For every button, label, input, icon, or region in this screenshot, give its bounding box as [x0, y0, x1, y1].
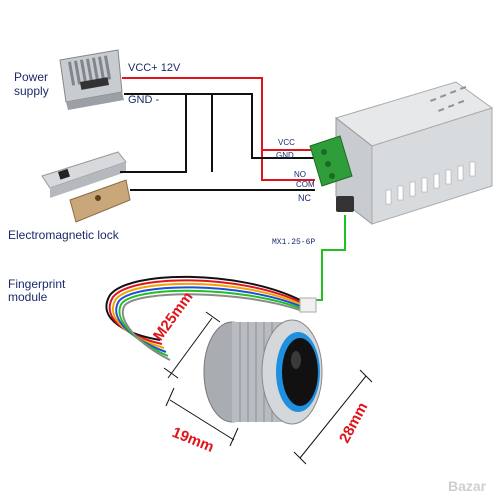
watermark: Bazar: [448, 478, 487, 494]
controller-module-image: [309, 81, 494, 226]
dimension-lines: [163, 311, 373, 465]
fingerprint-module-label: Fingerprint module: [8, 277, 66, 304]
terminal-com-label: COM: [296, 180, 315, 189]
connector-plug: [299, 297, 317, 313]
gnd-wire-label: GND -: [128, 94, 160, 106]
electromagnetic-lock-image: [41, 151, 131, 223]
fingerprint-cable: [105, 275, 301, 361]
vcc-wire: [122, 77, 315, 181]
terminal-nc-label: NC: [298, 193, 311, 203]
electromagnetic-lock-label: Electromagnetic lock: [8, 228, 119, 242]
terminal-gnd-label: GND: [276, 151, 294, 160]
power-supply-label: Power supply: [14, 70, 49, 98]
vcc-wire-label: VCC+ 12V: [128, 62, 181, 74]
fingerprint-sensor-image: [203, 319, 323, 425]
power-supply-image: [59, 49, 124, 110]
terminal-no-label: NO: [294, 170, 306, 179]
terminal-vcc-label: VCC: [278, 138, 295, 147]
green-wire: [300, 215, 346, 301]
black-wires: [120, 93, 315, 191]
connector-label: MX1.25-6P: [272, 238, 316, 247]
